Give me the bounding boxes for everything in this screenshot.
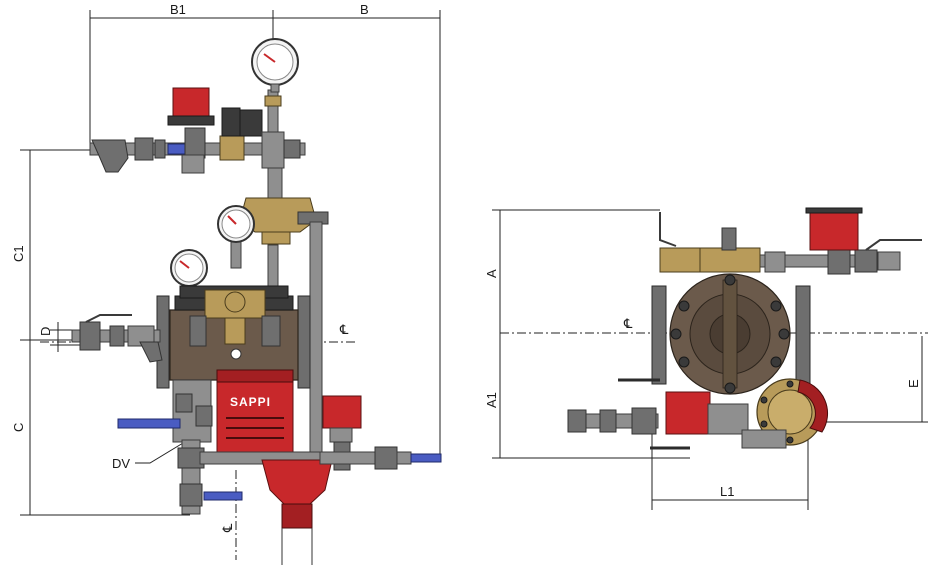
left-view-valve-assembly: SAPPI [71,38,442,565]
label-dv: DV [112,456,130,471]
dim-label-d: D [38,327,53,336]
dim-label-e: E [906,379,921,388]
dim-label-c1: C1 [11,245,26,262]
centerline-label-left-v: ℄ [220,523,235,533]
brand-label: SAPPI [230,395,271,409]
centerline-label-right: ℄ [623,316,633,331]
right-view-valve-assembly [567,207,922,450]
dim-label-c: C [11,423,26,432]
dim-label-l1: L1 [720,484,734,499]
dim-label-b1: B1 [170,2,186,17]
dim-label-a: A [484,269,499,278]
centerline-label-left-h: ℄ [339,322,349,337]
left-view-dimensions: B1 B C1 C D ℄ ℄ DV [11,2,441,560]
dim-label-b: B [360,2,369,17]
right-view-dimensions: A A1 ℄ E L1 [484,209,928,510]
dim-label-a1: A1 [484,392,499,408]
